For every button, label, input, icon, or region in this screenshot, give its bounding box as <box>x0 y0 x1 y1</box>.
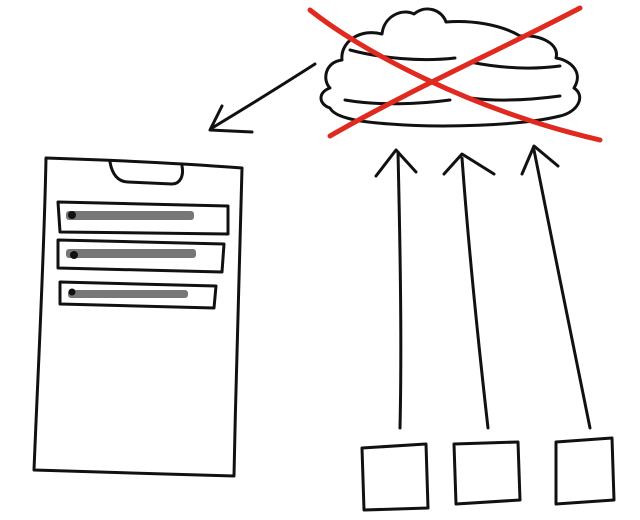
phone-list-item-3 <box>58 280 218 310</box>
arrow-cloud-to-phone <box>208 62 317 134</box>
arrow-device-1-to-cloud <box>374 148 418 430</box>
device-box-2 <box>452 440 522 506</box>
list-item-text-line <box>66 211 194 220</box>
cross-out-mark <box>307 5 603 143</box>
list-item-bullet <box>68 288 76 296</box>
device-box-3 <box>554 436 616 506</box>
device-box-1 <box>360 442 430 512</box>
arrow-device-2-to-cloud <box>442 152 496 430</box>
list-item-text-line <box>66 249 196 258</box>
phone-list-item-2 <box>56 238 226 274</box>
arrow-device-3-to-cloud <box>520 144 592 430</box>
list-item-bullet <box>70 251 78 259</box>
phone-list-item-1 <box>56 200 230 236</box>
list-item-text-line <box>68 290 188 298</box>
cloud-icon <box>319 7 582 128</box>
phone-icon <box>32 156 244 478</box>
list-item-bullet <box>68 211 76 219</box>
